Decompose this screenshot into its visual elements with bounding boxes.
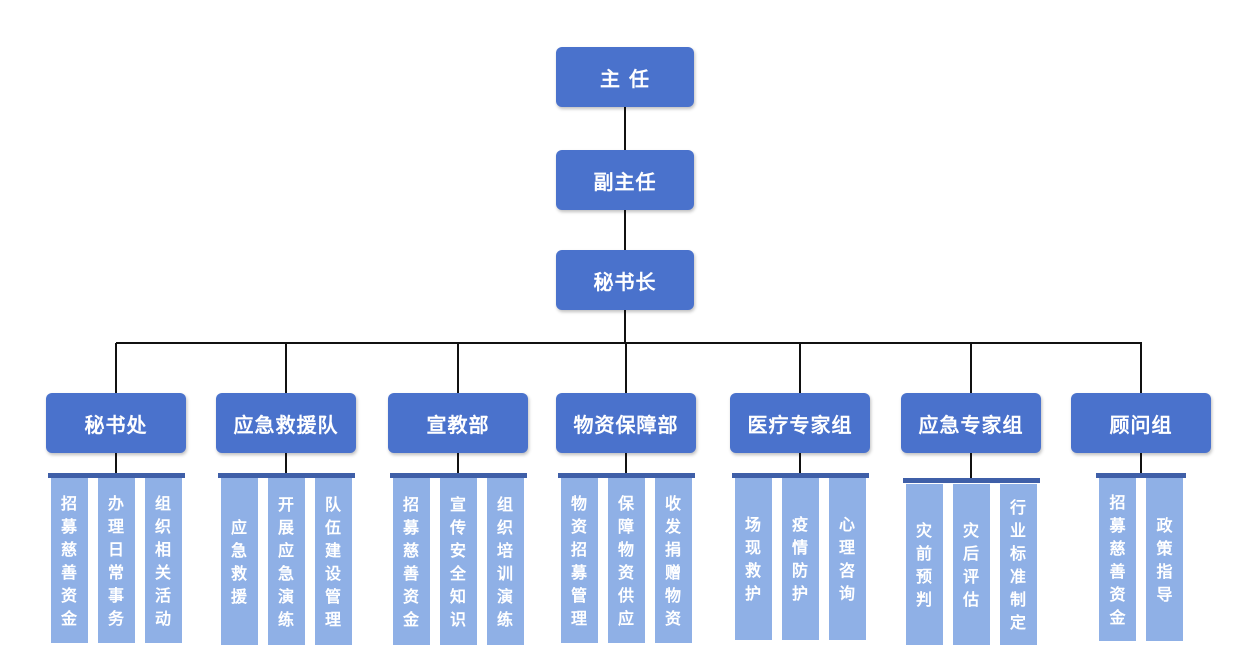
duty-column: 招募慈善资金	[392, 478, 430, 645]
connector-line	[799, 453, 801, 473]
department-box: 应急救援队	[216, 393, 356, 453]
connector-line	[285, 453, 287, 473]
duty-column: 开展应急演练	[267, 478, 305, 645]
connector-line	[285, 343, 287, 393]
duties-bar	[389, 473, 527, 478]
duty-column: 物资招募管理	[560, 478, 598, 643]
duty-column: 保障物资供应	[607, 478, 645, 643]
duties-bar	[902, 478, 1040, 483]
connector-line	[625, 453, 627, 473]
connector-line	[1140, 343, 1142, 393]
duty-column: 应急救援	[220, 478, 258, 645]
connector-line	[970, 343, 972, 393]
connector-line	[457, 453, 459, 473]
connector-line	[116, 342, 1142, 344]
duties-bar	[47, 473, 185, 478]
connector-line	[970, 453, 972, 478]
connector-line	[1140, 453, 1142, 473]
secretary-general-box: 秘书长	[556, 250, 694, 310]
duty-column: 组织培训演练	[486, 478, 524, 645]
department-box: 医疗专家组	[730, 393, 870, 453]
duty-column: 灾前预判	[905, 484, 943, 645]
connector-line	[115, 343, 117, 393]
department-box: 秘书处	[46, 393, 186, 453]
duty-column: 办理日常事务	[97, 478, 135, 643]
duty-column: 行业标准制定	[999, 484, 1037, 645]
duty-column: 收发捐赠物资	[654, 478, 692, 643]
duty-column: 招募慈善资金	[50, 478, 88, 643]
connector-line	[457, 343, 459, 393]
department-box: 顾问组	[1071, 393, 1211, 453]
department-box: 宣教部	[388, 393, 528, 453]
duty-column: 宣传安全知识	[439, 478, 477, 645]
duty-column: 疫情防护	[781, 478, 819, 640]
duty-column: 组织相关活动	[144, 478, 182, 643]
connector-line	[625, 343, 627, 393]
duties-bar	[557, 473, 695, 478]
deputy-director-box: 副主任	[556, 150, 694, 210]
duty-column: 场现救护	[734, 478, 772, 640]
director-box: 主 任	[556, 47, 694, 107]
department-box: 物资保障部	[556, 393, 696, 453]
duty-column: 招募慈善资金	[1099, 478, 1136, 641]
department-box: 应急专家组	[901, 393, 1041, 453]
connector-line	[624, 107, 626, 150]
duty-column: 灾后评估	[952, 484, 990, 645]
connector-line	[624, 310, 626, 343]
connector-line	[799, 343, 801, 393]
duties-bar	[731, 473, 869, 478]
duties-bar	[1096, 473, 1186, 478]
connector-line	[624, 210, 626, 250]
connector-line	[115, 453, 117, 473]
duty-column: 心理咨询	[828, 478, 866, 640]
duty-column: 队伍建设管理	[314, 478, 352, 645]
duties-bar	[217, 473, 355, 478]
duty-column: 政策指导	[1146, 478, 1183, 641]
